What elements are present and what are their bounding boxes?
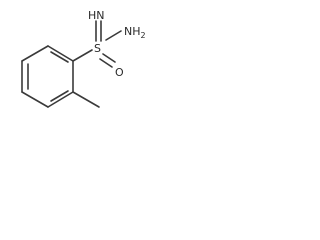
benzene-ring <box>21 45 74 108</box>
ring-bond-5 <box>47 91 74 108</box>
ring-double-bond-inner-1 <box>50 51 69 63</box>
sulfur-amine-bond <box>105 30 122 41</box>
amine-label: NH2 <box>124 25 146 40</box>
oxygen-label: O <box>115 66 124 79</box>
methyl-bond <box>72 91 100 108</box>
ring-bond-1 <box>47 45 74 62</box>
chemical-structure: HN S NH2 O <box>21 9 146 108</box>
ring-bond-4 <box>21 91 49 108</box>
ring-double-bond-inner-3 <box>50 90 69 102</box>
sulfur-oxygen-double-bond <box>99 53 116 68</box>
ring-bond-2 <box>21 45 49 62</box>
carbon-sulfur-bond <box>72 49 93 62</box>
sulfur-imine-double-bond <box>95 20 102 42</box>
imine-label: HN <box>88 9 105 22</box>
sulfur-label: S <box>94 42 101 55</box>
